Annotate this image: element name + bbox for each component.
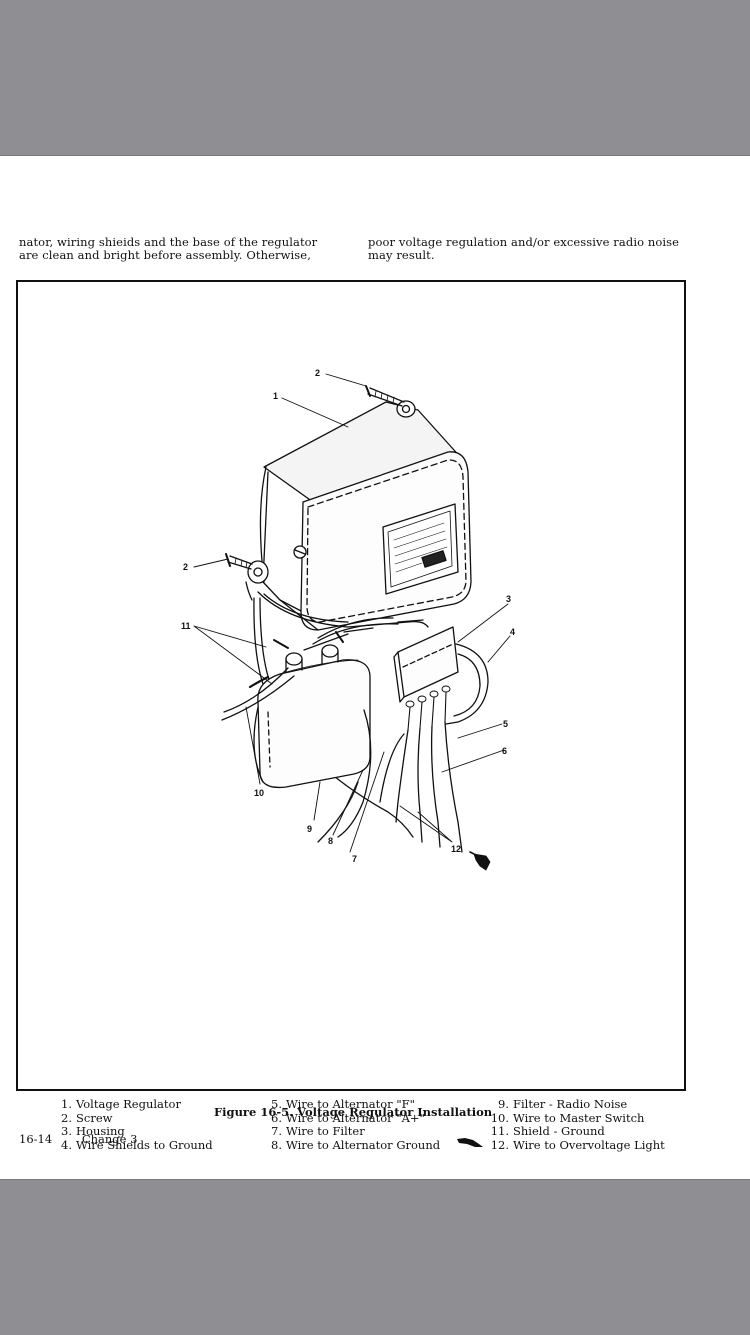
legend-column-3: 9.Filter - Radio Noise 10.Wire to Master… [489, 1097, 665, 1152]
change-label: Change 3 [81, 1132, 138, 1146]
callout-label: 3 [506, 594, 511, 604]
intro-line: may result. [368, 248, 435, 262]
legend-item: 7.Wire to Filter [271, 1124, 365, 1138]
radio-noise-filter [221, 617, 399, 843]
side-screw [225, 553, 269, 601]
callout-label: 6 [502, 746, 507, 756]
legend-item: 1.Voltage Regulator [61, 1097, 181, 1111]
regulator-housing [259, 401, 472, 631]
legend-column-2: 5.Wire to Alternator "F" 6.Wire to Alter… [262, 1097, 441, 1152]
callout-label: 2 [183, 562, 188, 572]
viewer-bottom-bar [0, 1179, 750, 1335]
callout-label: 11 [181, 621, 191, 631]
document-page: nator, wiring shieids and the base of th… [0, 156, 750, 1179]
pointing-hand-icon [457, 1138, 483, 1147]
legend-item: 2.Screw [61, 1110, 113, 1125]
legend-item: 12.Wire to Overvoltage Light [490, 1137, 665, 1152]
callout-label: 8 [328, 836, 333, 846]
legend-item: 5.Wire to Alternator "F" [271, 1097, 415, 1111]
callout-leaders [193, 373, 511, 853]
top-screw [365, 385, 416, 418]
legend-item: 6.Wire to Alternator "A+" [271, 1110, 425, 1125]
callout-label: 1 [273, 391, 278, 401]
legend-item: 11.Shield - Ground [490, 1124, 605, 1138]
intro-text-left: nator, wiring shieids and the base of th… [19, 236, 317, 262]
callout-label: 12 [451, 844, 461, 854]
legend-item: 3.Housing [61, 1124, 125, 1138]
callout-label: 4 [510, 627, 515, 637]
viewer-top-bar [0, 0, 750, 156]
voltage-regulator-diagram: 2 1 2 3 4 5 6 7 8 9 10 11 12 [181, 368, 515, 871]
intro-text-right: poor voltage regulation and/or excessive… [368, 236, 679, 262]
page-footer: 16-14 Change 3 [19, 1132, 137, 1146]
legend-item: 8.Wire to Alternator Ground [271, 1137, 441, 1152]
intro-line: poor voltage regulation and/or excessive… [368, 235, 680, 249]
callout-label: 9 [307, 824, 312, 834]
page-number: 16-14 [19, 1132, 53, 1146]
legend-item: 9.Filter - Radio Noise [498, 1097, 628, 1111]
callout-label: 7 [352, 854, 357, 864]
figure-frame: 2 1 2 3 4 5 6 7 8 9 10 11 12 1.Voltage R [16, 280, 686, 1151]
pointing-hand-icon [469, 851, 491, 871]
legend-item: 10.Wire to Master Switch [490, 1110, 645, 1125]
intro-line: nator, wiring shieids and the base of th… [19, 235, 318, 249]
callout-label: 2 [315, 368, 320, 378]
legend-column-1: 1.Voltage Regulator 2.Screw 3.Housing 4.… [52, 1097, 213, 1152]
figure-caption: Figure 16-5. Voltage Regulator Installat… [214, 1105, 493, 1119]
intro-line: are clean and bright before assembly. Ot… [19, 248, 311, 262]
callout-label: 5 [503, 719, 508, 729]
callout-label: 10 [254, 788, 264, 798]
legend-item: 4.Wire Shields to Ground [61, 1137, 213, 1152]
terminal-housing [393, 626, 459, 731]
